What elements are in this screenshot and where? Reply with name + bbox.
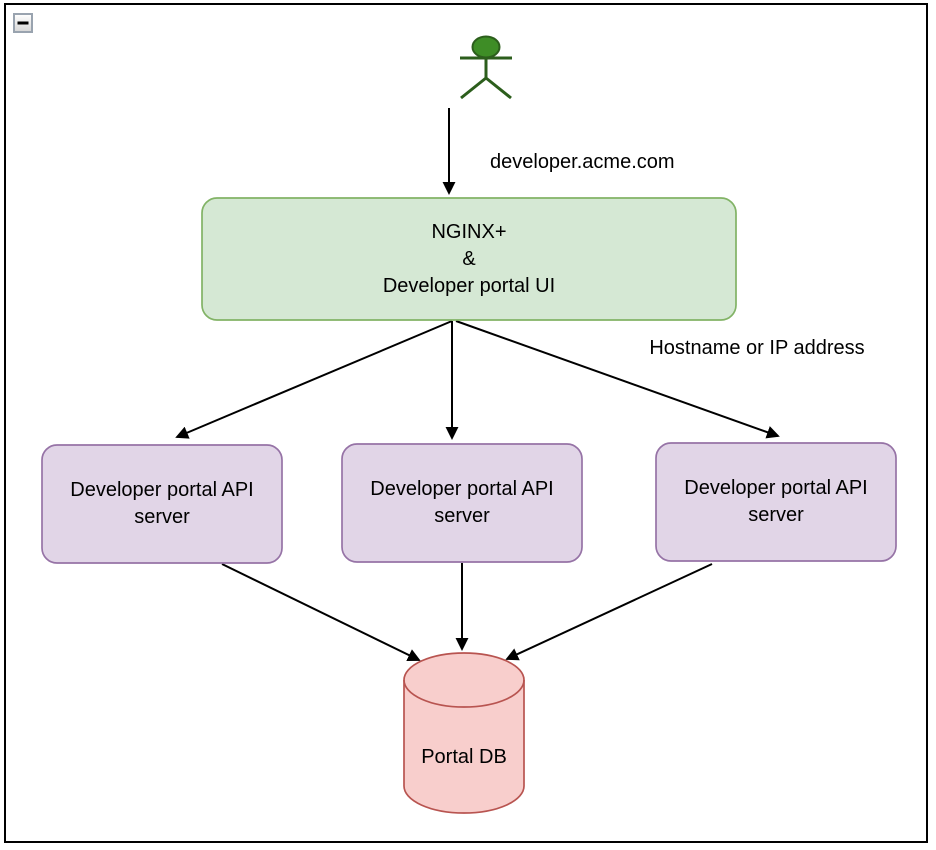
gateway-label-line1: NGINX+ bbox=[431, 220, 507, 243]
api-server-label-2: Developer portal API server bbox=[370, 478, 554, 527]
edge-gateway-api1 bbox=[175, 320, 453, 439]
gateway-node[interactable] bbox=[201, 197, 737, 321]
collapse-group-button[interactable] bbox=[13, 13, 33, 33]
database-cylinder-lip bbox=[403, 679, 525, 708]
minus-icon bbox=[17, 21, 29, 25]
api-server-label-3: Developer portal API server bbox=[684, 477, 868, 526]
database-cylinder-body bbox=[403, 652, 525, 814]
edge-api1-db bbox=[221, 563, 421, 662]
actor-left-leg bbox=[460, 76, 487, 100]
edge-api3-db bbox=[505, 563, 713, 661]
database-label: Portal DB bbox=[421, 746, 507, 768]
edge-label-routing: Hostname or IP address bbox=[649, 337, 865, 359]
edge-label-domain: developer.acme.com bbox=[490, 151, 675, 173]
actor-right-leg bbox=[485, 76, 512, 100]
gateway-label-line2: & bbox=[462, 247, 476, 270]
api-server-node-3[interactable] bbox=[655, 442, 897, 562]
api-server-label-1: Developer portal API server bbox=[70, 479, 254, 528]
database-node[interactable] bbox=[403, 652, 525, 814]
api-server-node-2[interactable] bbox=[341, 443, 583, 563]
actor-head bbox=[471, 35, 501, 59]
api-server-node-1[interactable] bbox=[41, 444, 283, 564]
user-actor[interactable] bbox=[460, 35, 512, 100]
edge-gateway-api3 bbox=[455, 320, 780, 439]
gateway-label: NGINX+ & Developer portal UI bbox=[202, 198, 736, 320]
gateway-label-line3: Developer portal UI bbox=[382, 274, 556, 297]
